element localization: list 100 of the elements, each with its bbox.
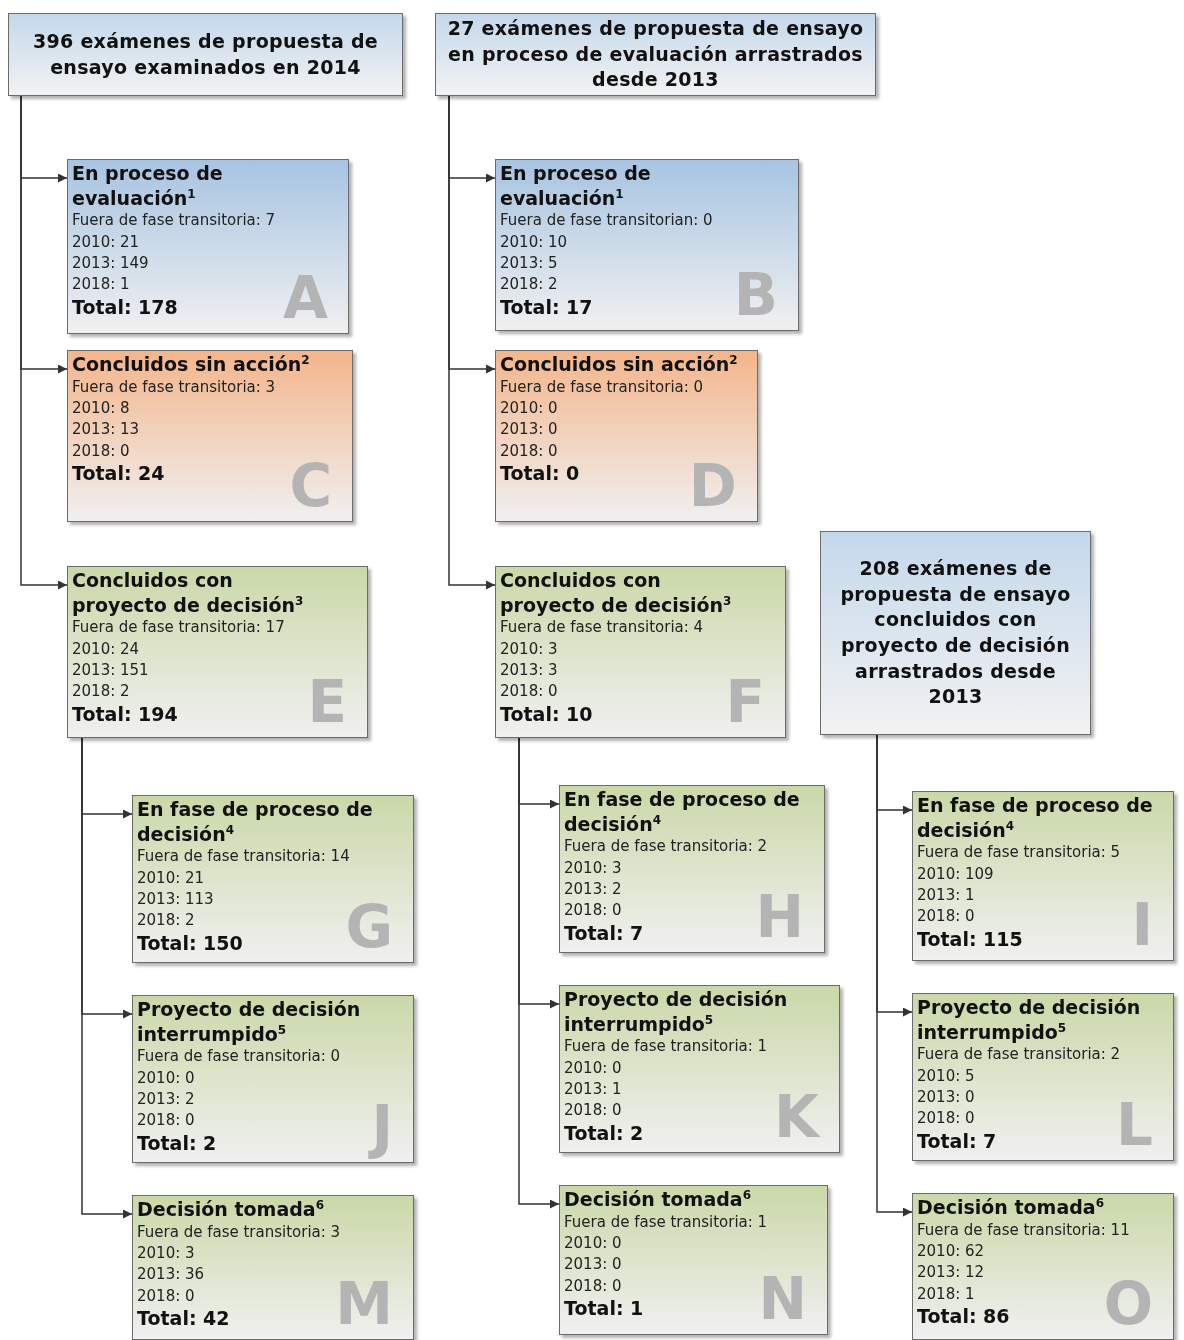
stat-line: 2010: 0 — [564, 1057, 622, 1079]
box-heading: Decisión tomada$^{6}$ — [564, 1187, 751, 1212]
stat-line: Fuera de fase transitoria: 3 — [137, 1221, 341, 1243]
stat-line: Fuera de fase transitoria: 1 — [564, 1036, 768, 1058]
category-box — [132, 1195, 414, 1340]
box-title: 27 exámenes de propuesta de ensayo en proceso de evaluación arrastrados desde 2013 — [446, 16, 865, 93]
total-line: Total: 2 — [137, 1131, 217, 1156]
box-letter: E — [306, 671, 348, 735]
box-heading: En fase de proceso de decisión$^{4}$ — [564, 787, 801, 837]
total-line: Total: 178 — [72, 295, 178, 320]
stat-line: 2013: 13 — [72, 419, 140, 441]
stat-line: 2018: 0 — [917, 906, 975, 928]
stat-line: 2010: 21 — [72, 231, 140, 253]
stat-line: 2018: 0 — [137, 1285, 195, 1307]
stat-line: 2010: 62 — [917, 1241, 985, 1262]
stat-line: 2013: 149 — [72, 252, 149, 274]
stat-line: 2018: 0 — [500, 681, 558, 703]
box-heading: Decisión tomada$^{6}$ — [137, 1197, 324, 1222]
stat-line: 2018: 0 — [500, 440, 558, 462]
stat-line: 2018: 0 — [564, 1100, 622, 1122]
total-line: Total: 0 — [500, 461, 580, 486]
stat-line: 2013: 1 — [564, 1078, 622, 1100]
box-letter: K — [773, 1086, 821, 1150]
total-line: Total: 2 — [564, 1121, 644, 1146]
connector-arrow — [518, 737, 560, 1209]
stat-line: 2018: 0 — [72, 440, 130, 462]
stat-line: Fuera de fase transitoria: 2 — [917, 1044, 1121, 1066]
box-letter: D — [687, 455, 738, 519]
box-heading: Concluidos con proyecto de decisión$^{3}$ — [500, 568, 733, 618]
connector-arrow — [448, 95, 496, 590]
box-heading: En proceso de evaluación$^{1}$ — [72, 161, 224, 211]
category-box — [912, 993, 1174, 1161]
box-letter: L — [1115, 1094, 1154, 1158]
stat-line: 2010: 3 — [564, 857, 622, 879]
box-title: 396 exámenes de propuesta de ensayo examinados en 2014 — [31, 28, 380, 80]
connector-arrow — [20, 95, 68, 590]
stat-line: 2013: 0 — [564, 1254, 622, 1276]
stat-line: Fuera de fase transitoria: 17 — [72, 617, 285, 639]
total-line: Total: 17 — [500, 295, 593, 320]
box-heading: En fase de proceso de decisión$^{4}$ — [137, 797, 374, 847]
category-box — [67, 350, 353, 522]
stat-line: 2010: 0 — [564, 1233, 622, 1254]
total-line: Total: 7 — [564, 921, 644, 946]
stat-line: Fuera de fase transitoria: 3 — [72, 376, 276, 398]
stat-line: 2013: 0 — [917, 1086, 975, 1108]
stat-line: 2010: 3 — [500, 638, 558, 660]
stat-line: 2010: 109 — [917, 863, 994, 885]
box-letter: I — [1130, 894, 1154, 958]
category-box — [495, 350, 758, 522]
box-heading: Proyecto de decisión interrumpido$^{5}$ — [137, 997, 362, 1047]
category-box — [67, 566, 368, 738]
box-letter: H — [754, 886, 805, 950]
box-heading: En proceso de evaluación$^{1}$ — [500, 161, 652, 211]
stat-line: 2010: 21 — [137, 867, 205, 889]
summary-box — [8, 13, 403, 96]
box-letter: G — [344, 896, 394, 960]
stat-line: 2018: 2 — [500, 274, 558, 296]
total-line: Total: 150 — [137, 931, 243, 956]
stat-line: Fuera de fase transitoria: 7 — [72, 210, 276, 232]
stat-line: Fuera de fase transitoria: 14 — [137, 846, 350, 868]
category-box — [495, 566, 786, 738]
connector-arrow — [81, 737, 133, 1219]
box-heading: Concluidos sin acción$^{2}$ — [72, 352, 310, 377]
stat-line: 2010: 3 — [137, 1243, 195, 1264]
stat-line: 2010: 8 — [72, 398, 130, 419]
box-letter: N — [757, 1268, 808, 1332]
total-line: Total: 1 — [564, 1296, 644, 1321]
stat-line: 2013: 12 — [917, 1262, 985, 1284]
stat-line: 2018: 0 — [917, 1108, 975, 1130]
box-heading: Proyecto de decisión interrumpido$^{5}$ — [917, 995, 1142, 1045]
box-letter: J — [369, 1096, 395, 1160]
stat-line: 2013: 3 — [500, 659, 558, 681]
total-line: Total: 115 — [917, 927, 1023, 952]
stat-line: Fuera de fase transitoria: 0 — [137, 1046, 341, 1068]
connector-arrow — [876, 734, 913, 1217]
stat-line: 2013: 113 — [137, 888, 214, 910]
stat-line: 2018: 2 — [72, 681, 130, 703]
box-letter: O — [1102, 1273, 1154, 1337]
stat-line: 2018: 1 — [72, 274, 130, 296]
box-heading: Proyecto de decisión interrumpido$^{5}$ — [564, 987, 789, 1037]
stat-line: Fuera de fase transitoria: 4 — [500, 617, 704, 639]
stat-line: 2018: 0 — [564, 900, 622, 922]
stat-line: 2013: 5 — [500, 252, 558, 274]
box-letter: M — [334, 1273, 394, 1337]
category-box — [912, 791, 1174, 961]
total-line: Total: 7 — [917, 1129, 997, 1154]
stat-line: Fuera de fase transitoria: 11 — [917, 1219, 1130, 1241]
stat-line: 2013: 2 — [564, 878, 622, 900]
stat-line: 2018: 2 — [137, 910, 195, 932]
box-letter: A — [282, 267, 329, 331]
stat-line: Fuera de fase transitoria: 1 — [564, 1211, 768, 1233]
stat-line: 2018: 0 — [564, 1275, 622, 1297]
category-box — [559, 985, 840, 1153]
box-title: 208 exámenes de propuesta de ensayo concluidos con proyecto de decisión arrastrados desde 2013 — [839, 556, 1072, 710]
box-letter: F — [724, 671, 766, 735]
total-line: Total: 10 — [500, 702, 593, 727]
category-box — [559, 785, 825, 953]
stat-line: 2013: 0 — [500, 419, 558, 441]
stat-line: 2010: 10 — [500, 231, 568, 253]
category-box — [559, 1185, 828, 1335]
